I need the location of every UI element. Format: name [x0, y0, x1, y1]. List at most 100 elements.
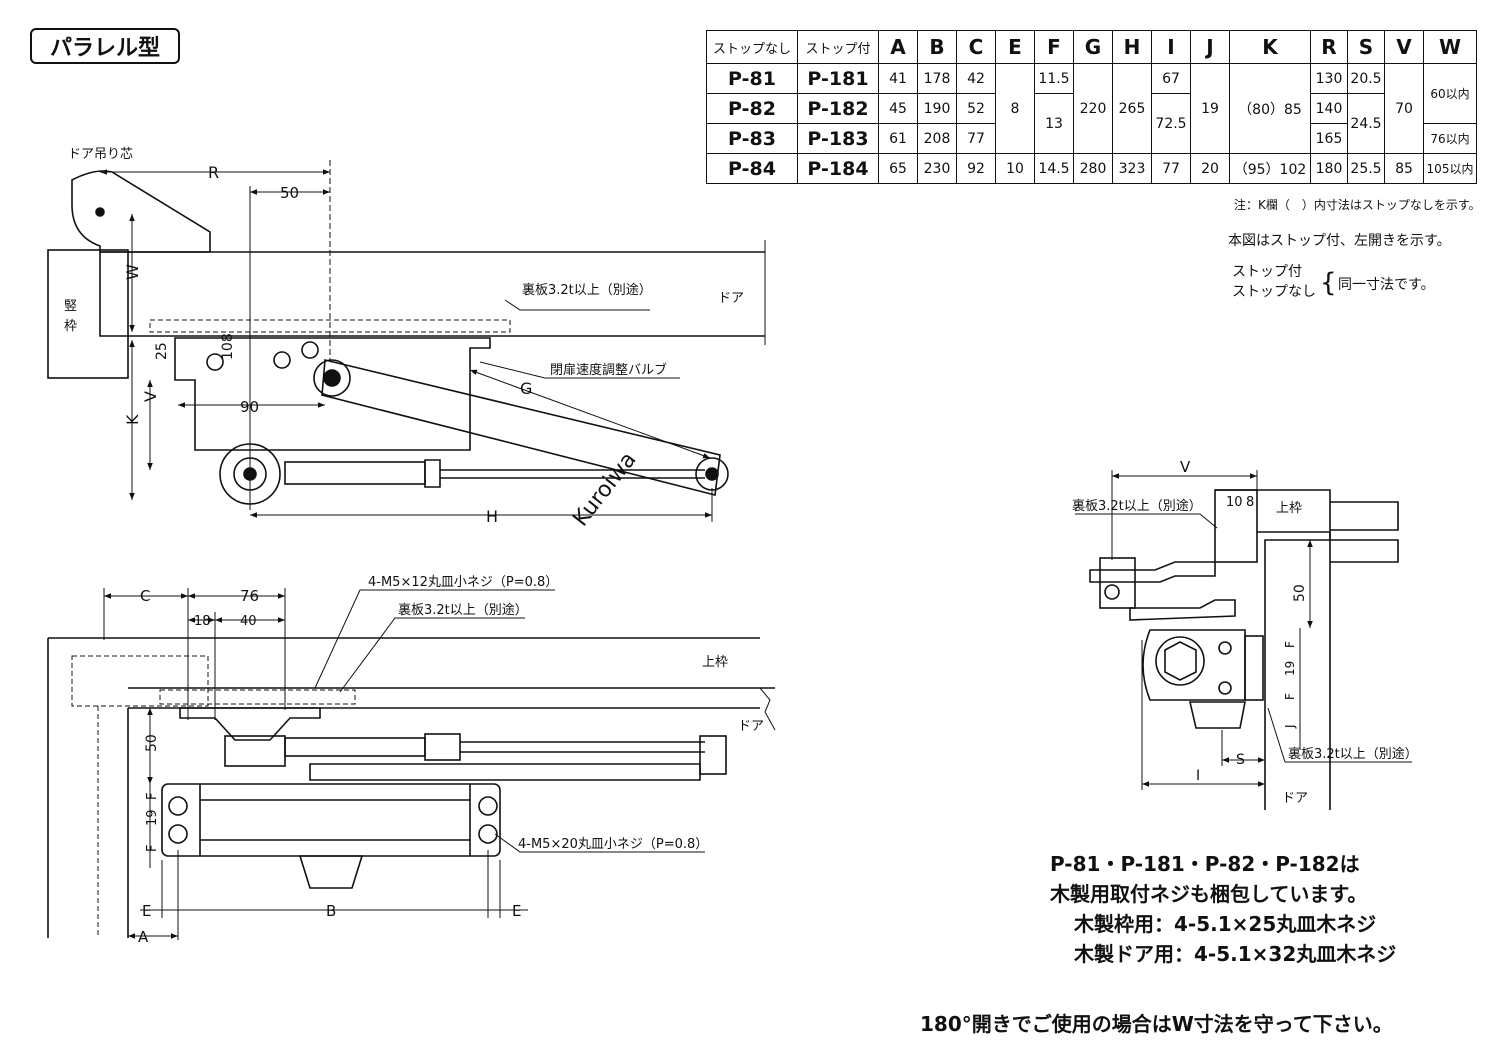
dim-K: K [123, 414, 142, 425]
cell: 61 [878, 123, 918, 154]
forearm-rod [284, 461, 426, 485]
side-view-dimensions [1075, 470, 1412, 790]
dim-G-line [469, 369, 711, 459]
frame-outline [47, 637, 760, 938]
dim-40: 40 [240, 614, 257, 629]
screw-icon [168, 796, 188, 816]
screw-icon [1218, 641, 1232, 655]
side-plate [1244, 635, 1264, 701]
side-arm-lower [1129, 599, 1236, 621]
label-top-frame: 上枠 [702, 655, 728, 670]
brace-glyph: { [1320, 268, 1337, 298]
leader-backing-front [339, 617, 525, 693]
stop-note-group: ストップ付 ストップなし [1232, 262, 1316, 302]
dim-W: W [123, 264, 142, 280]
table-header-row: ストップなし ストップ付 A B C E F G H I J K R S V W [706, 30, 1477, 64]
cell-model: P-184 [797, 153, 879, 184]
screw-icon [478, 796, 498, 816]
pivot-point [95, 207, 105, 217]
cell: 65 [878, 153, 918, 184]
cell-model: P-82 [706, 93, 798, 124]
cell: 20.5 [1347, 63, 1385, 94]
arm-rod-front [284, 737, 426, 757]
arm-pivot-outer [313, 359, 351, 397]
top-view-dimensions [100, 160, 713, 522]
rod-nut [424, 459, 441, 488]
cell: 70 [1384, 63, 1424, 154]
valve-cap [298, 855, 364, 889]
dim-25: 25 [154, 342, 170, 360]
leader-screw-top [314, 589, 555, 689]
closer-body-front [161, 783, 501, 857]
cell: 85 [1384, 153, 1424, 184]
cell: 41 [878, 63, 918, 94]
arm-end [699, 735, 727, 775]
backing-dashed [159, 689, 356, 705]
dim-A: A [138, 928, 149, 946]
col-header-W: W [1423, 30, 1477, 64]
dim-19-side: 19 [1283, 661, 1297, 676]
pivot-bracket [71, 170, 211, 253]
cell: 14.5 [1034, 153, 1074, 184]
arm-joint-inner [705, 467, 719, 481]
cell-model: P-81 [706, 63, 798, 94]
col-header-H: H [1112, 30, 1152, 64]
cell-model: P-84 [706, 153, 798, 184]
cell: 52 [956, 93, 996, 124]
front-view-dimensions [103, 588, 705, 940]
dim-J: J [1283, 724, 1297, 729]
dim-E-left: E [142, 902, 151, 920]
dim-18: 18 [194, 614, 211, 629]
dim-C: C [140, 587, 150, 605]
label-valve: 閉扉速度調整バルブ [550, 362, 667, 378]
door-break [759, 687, 776, 731]
side-arm-upper [1089, 561, 1216, 583]
arm-pivot-inner [323, 369, 341, 387]
label-backing-side2: 裏板3.2t以上（別途） [1288, 746, 1418, 762]
dim-108: 108 [220, 333, 236, 360]
label-backing-top: 裏板3.2t以上（別途） [522, 282, 652, 298]
table-row: P-82 P-182 45 190 52 13 72.5 140 24.5 [706, 93, 1477, 154]
mounting-bracket [179, 707, 321, 741]
label-door-pivot: ドア吊り芯 [68, 147, 133, 162]
same-dims-label: 同一寸法です。 [1338, 277, 1435, 293]
frame-stop [1330, 501, 1399, 563]
label-door-side: ドア [1282, 791, 1308, 806]
door-profile [1257, 531, 1331, 810]
dim-V-side: V [1180, 458, 1191, 476]
cell: 140 [1310, 93, 1348, 124]
screw-icon [1218, 681, 1232, 695]
valve-cap-side [1188, 701, 1246, 729]
page-title: パラレル型 [30, 28, 180, 64]
cell: 323 [1112, 153, 1152, 184]
label-screw-bottom: 4-M5×20丸皿小ネジ（P=0.8） [518, 837, 708, 852]
leader-screw-bottom [494, 833, 705, 853]
stop-without-label: ストップなし [1232, 284, 1316, 300]
door-slab [99, 251, 765, 337]
dim-19: 19 [145, 809, 160, 826]
dim-R: R [208, 163, 219, 182]
dim-F-side-bottom: F [1283, 693, 1297, 700]
dim-I: I [1196, 768, 1200, 784]
label-screw-top: 4-M5×12丸皿小ネジ（P=0.8） [368, 575, 558, 590]
table-row: P-81 P-181 41 178 42 8 11.5 220 265 67 1… [706, 63, 1477, 154]
jamb-shape [47, 249, 129, 379]
label-door-front: ドア [738, 719, 764, 734]
arm-nut-front [424, 733, 461, 761]
closer-body-side [1142, 629, 1246, 701]
stop-with-label: ストップ付 [1232, 264, 1302, 280]
cell: 208 [917, 123, 957, 154]
dim-B: B [326, 902, 336, 920]
label-jamb-1: 竪 [64, 299, 77, 314]
col-header-S: S [1347, 30, 1385, 64]
screw-hole [301, 341, 319, 359]
side-arm-bolt [1104, 584, 1120, 600]
label-top-frame-side: 上枠 [1276, 501, 1302, 516]
leader-backing-side2 [1267, 707, 1412, 763]
dim-50: 50 [280, 184, 299, 202]
dim-90: 90 [240, 398, 259, 416]
bottom-note-line5: 180°開きでご使用の場合はW寸法を守って下さい。 [920, 1012, 1393, 1036]
cell: 230 [917, 153, 957, 184]
